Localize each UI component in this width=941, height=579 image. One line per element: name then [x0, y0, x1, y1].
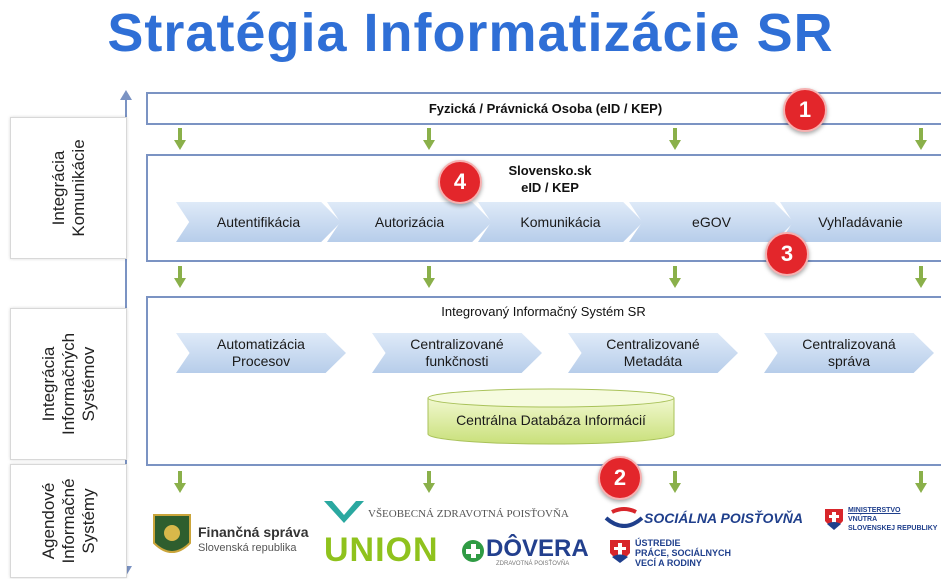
step-line2: správa — [827, 353, 870, 369]
down-arrow-icon — [423, 471, 435, 493]
step-line2: funkčnosti — [425, 353, 489, 369]
step-autorizacia: Autorizácia — [327, 202, 492, 242]
badge-2: 2 — [598, 456, 642, 500]
comm-title-line2: eID / KEP — [521, 180, 579, 195]
dovera-sub: ZDRAVOTNÁ POISŤOVŇA — [496, 561, 570, 567]
step-label: Komunikácia — [520, 213, 601, 230]
step-line2: Metadáta — [623, 353, 683, 369]
mv-coat-of-arms-icon — [825, 509, 843, 530]
mv-line3: SLOVENSKEJ REPUBLIKY — [848, 525, 938, 532]
down-arrow-icon — [915, 128, 927, 150]
step-komunikacia: Komunikácia — [478, 202, 643, 242]
page-title: Stratégia Informatizácie SR — [107, 3, 834, 63]
down-arrow-icon — [915, 471, 927, 493]
step-line1: Centralizovaná — [802, 336, 896, 352]
database-cylinder-icon — [427, 388, 675, 445]
upsvr-line1: ÚSTREDIE — [635, 538, 681, 548]
database-label: Centrálna Databáza Informácií — [456, 412, 646, 428]
down-arrow-icon — [669, 266, 681, 288]
down-arrow-icon — [423, 128, 435, 150]
step-autentifikacia: Autentifikácia — [176, 202, 341, 242]
upsvr-line3: VECÍ A RODINY — [635, 558, 702, 568]
down-arrow-icon — [669, 128, 681, 150]
upsvr-name: ÚSTREDIE PRÁCE, SOCIÁLNYCH VECÍ A RODINY — [635, 538, 731, 568]
financna-sprava-sub: Slovenská republika — [198, 542, 297, 554]
step-line1: Automatizácia — [217, 336, 305, 352]
financna-sprava-name: Finančná správa — [198, 524, 309, 540]
step-label: Autentifikácia — [216, 213, 301, 230]
union-logo: UNION — [324, 531, 439, 569]
step-vyhladavanie: Vyhľadávanie — [780, 202, 941, 242]
comm-title-line1: Slovensko.sk — [508, 163, 592, 178]
step-label: eGOV — [692, 213, 731, 230]
down-arrow-icon — [174, 266, 186, 288]
step-label: Autorizácia — [374, 213, 445, 230]
step-line1: Centralizované — [410, 336, 504, 352]
vszp-logo-icon — [324, 501, 364, 523]
slovak-coat-of-arms-icon — [610, 540, 630, 563]
step-label: Vyhľadávanie — [818, 213, 903, 230]
down-arrow-icon — [174, 128, 186, 150]
step-egov: eGOV — [629, 202, 794, 242]
financna-sprava-emblem-icon — [153, 514, 191, 553]
upsvr-line2: PRÁCE, SOCIÁLNYCH — [635, 548, 732, 558]
dovera-logo: DÔVERA — [486, 535, 589, 562]
vszp-name: VŠEOBECNÁ ZDRAVOTNÁ POISŤOVŇA — [368, 508, 569, 520]
down-arrow-icon — [423, 266, 435, 288]
badge-4: 4 — [438, 160, 482, 204]
mv-line2: VNÚTRA — [848, 516, 878, 523]
step-line1: Centralizované — [606, 336, 700, 352]
step-line2: Procesov — [231, 353, 291, 369]
person-bar-label: Fyzická / Právnická Osoba (eID / KEP) — [428, 101, 663, 116]
comm-panel-title: Slovensko.sk eID / KEP — [470, 162, 630, 196]
badge-3: 3 — [765, 232, 809, 276]
socialna-poistovna-logo-icon — [604, 507, 644, 528]
is-panel-title: Integrovaný Informačný Systém SR — [441, 304, 646, 319]
socialna-poistovna-name: SOCIÁLNA POISŤOVŇA — [644, 510, 803, 526]
dovera-cross-icon — [462, 540, 484, 562]
down-arrow-icon — [669, 471, 681, 493]
mv-name: MINISTERSTVO VNÚTRA SLOVENSKEJ REPUBLIKY — [848, 506, 937, 533]
down-arrow-icon — [915, 266, 927, 288]
down-arrow-icon — [174, 471, 186, 493]
badge-1: 1 — [783, 88, 827, 132]
mv-line1: MINISTERSTVO — [848, 507, 901, 514]
